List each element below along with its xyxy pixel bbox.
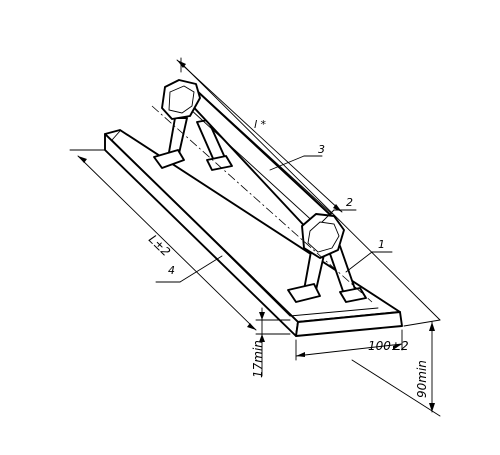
- callout-part-2: 2: [321, 196, 357, 223]
- dimension-plate-thickness: 17min: [251, 307, 291, 378]
- dim-label-plate-length: L±2: [146, 232, 173, 259]
- dim-label-overall-height: 90min: [415, 360, 429, 398]
- callout-label-part-4: 4: [168, 264, 175, 277]
- dimension-overall-height: 90min: [415, 321, 435, 413]
- callout-part-4: 4: [155, 255, 223, 283]
- callout-label-part-1: 1: [378, 238, 385, 251]
- callout-label-part-2: 2: [346, 196, 353, 209]
- base-plate: [104, 129, 403, 337]
- round-bar: [151, 79, 373, 303]
- callout-part-1: 1: [345, 238, 393, 273]
- callout-part-3: 3: [269, 143, 325, 171]
- callout-label-part-3: 3: [318, 143, 325, 156]
- dimension-plate-width: 100±2: [295, 329, 409, 361]
- dimension-bar-length: l *: [176, 57, 343, 213]
- dim-label-bar-length: l *: [254, 118, 267, 131]
- right-extension-lines: [183, 65, 441, 417]
- support-struts: [153, 117, 367, 303]
- dim-label-plate-thickness: 17min: [251, 340, 265, 378]
- dim-label-plate-width: 100±2: [368, 339, 409, 353]
